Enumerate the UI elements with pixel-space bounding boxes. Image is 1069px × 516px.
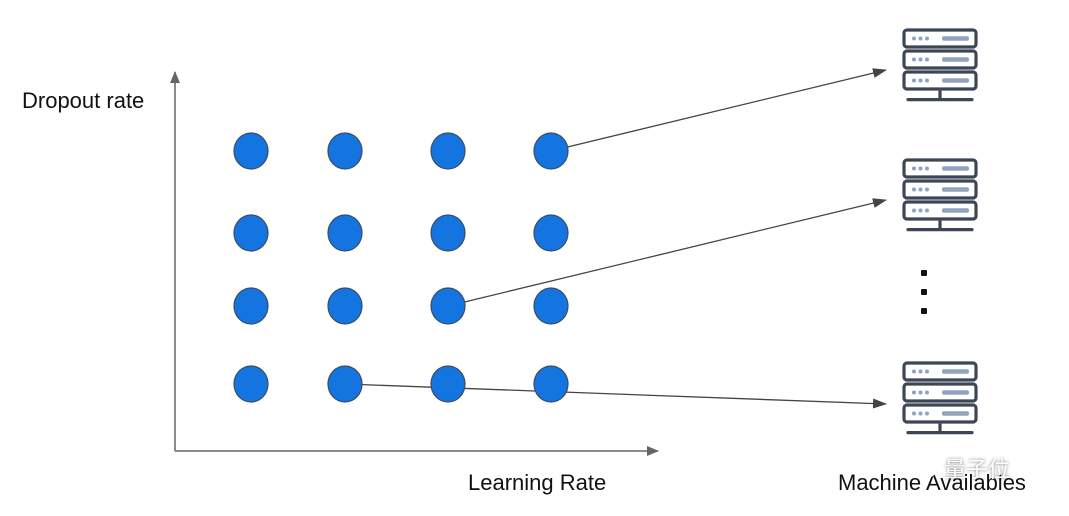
grid-node-r0-c3 [533, 132, 569, 170]
server-unit [902, 28, 978, 49]
server-bar [942, 208, 969, 213]
server-led [912, 57, 916, 62]
grid-node-r3-c3 [533, 365, 569, 403]
server-icon [902, 28, 978, 102]
server-led [918, 78, 923, 83]
y-axis-label: Dropout rate [22, 88, 145, 113]
server-icon [902, 158, 978, 232]
server-led [912, 411, 916, 416]
server-bar [942, 57, 969, 62]
grid-node-r2-c3 [533, 287, 569, 325]
server-unit [902, 70, 978, 91]
server-led [912, 36, 916, 41]
server-led [912, 369, 916, 374]
server-bar [942, 390, 969, 395]
server-bar [942, 369, 969, 374]
axes [170, 71, 659, 456]
server-led [918, 36, 923, 41]
server-led [912, 208, 916, 213]
vertical-ellipsis-icon [914, 268, 934, 318]
server-led [918, 208, 923, 213]
wechat-logo-icon [909, 458, 936, 478]
grid-node-r0-c1 [327, 132, 363, 170]
server-unit [902, 158, 978, 179]
server-unit [902, 179, 978, 200]
server-unit [902, 403, 978, 424]
server-led [918, 166, 923, 171]
server-led [925, 411, 929, 416]
x-axis-label: Learning Rate [468, 470, 607, 495]
grid-node-r1-c2 [430, 214, 466, 252]
watermark-text: 量子位 [944, 457, 1011, 482]
server-icon [902, 361, 978, 435]
server-unit [902, 49, 978, 70]
watermark: 量子位 [908, 452, 1010, 484]
server-led [912, 187, 916, 192]
grid-node-r2-c1 [327, 287, 363, 325]
grid-node-r1-c0 [233, 214, 269, 252]
server-unit [902, 382, 978, 403]
assignment-arrow-1 [464, 198, 887, 303]
server-bar [942, 187, 969, 192]
server-led [925, 78, 929, 83]
server-led [925, 208, 929, 213]
assignment-arrow-0 [567, 68, 887, 148]
server-led [918, 390, 923, 395]
machines-label: Machine Availables [838, 470, 1026, 495]
server-led [912, 390, 916, 395]
server-led [925, 369, 929, 374]
grid-node-r1-c3 [533, 214, 569, 252]
server-led [925, 166, 929, 171]
server-led [912, 166, 916, 171]
server-bar [942, 36, 969, 41]
server-bar [942, 411, 969, 416]
server-bar [942, 78, 969, 83]
server-led [925, 36, 929, 41]
server-led [925, 187, 929, 192]
hyperparameter-grid [233, 132, 569, 403]
server-unit [902, 200, 978, 221]
server-led [912, 78, 916, 83]
server-unit [902, 361, 978, 382]
server-bar [942, 166, 969, 171]
server-led [918, 57, 923, 62]
grid-node-r0-c0 [233, 132, 269, 170]
grid-node-r0-c2 [430, 132, 466, 170]
server-led [925, 57, 929, 62]
server-led [918, 369, 923, 374]
server-led [925, 390, 929, 395]
grid-node-r3-c1 [327, 365, 363, 403]
grid-node-r1-c1 [327, 214, 363, 252]
grid-node-r2-c2 [430, 287, 466, 325]
grid-node-r3-c2 [430, 365, 466, 403]
server-led [918, 411, 923, 416]
server-led [918, 187, 923, 192]
grid-node-r2-c0 [233, 287, 269, 325]
grid-node-r3-c0 [233, 365, 269, 403]
server-column [902, 28, 978, 435]
